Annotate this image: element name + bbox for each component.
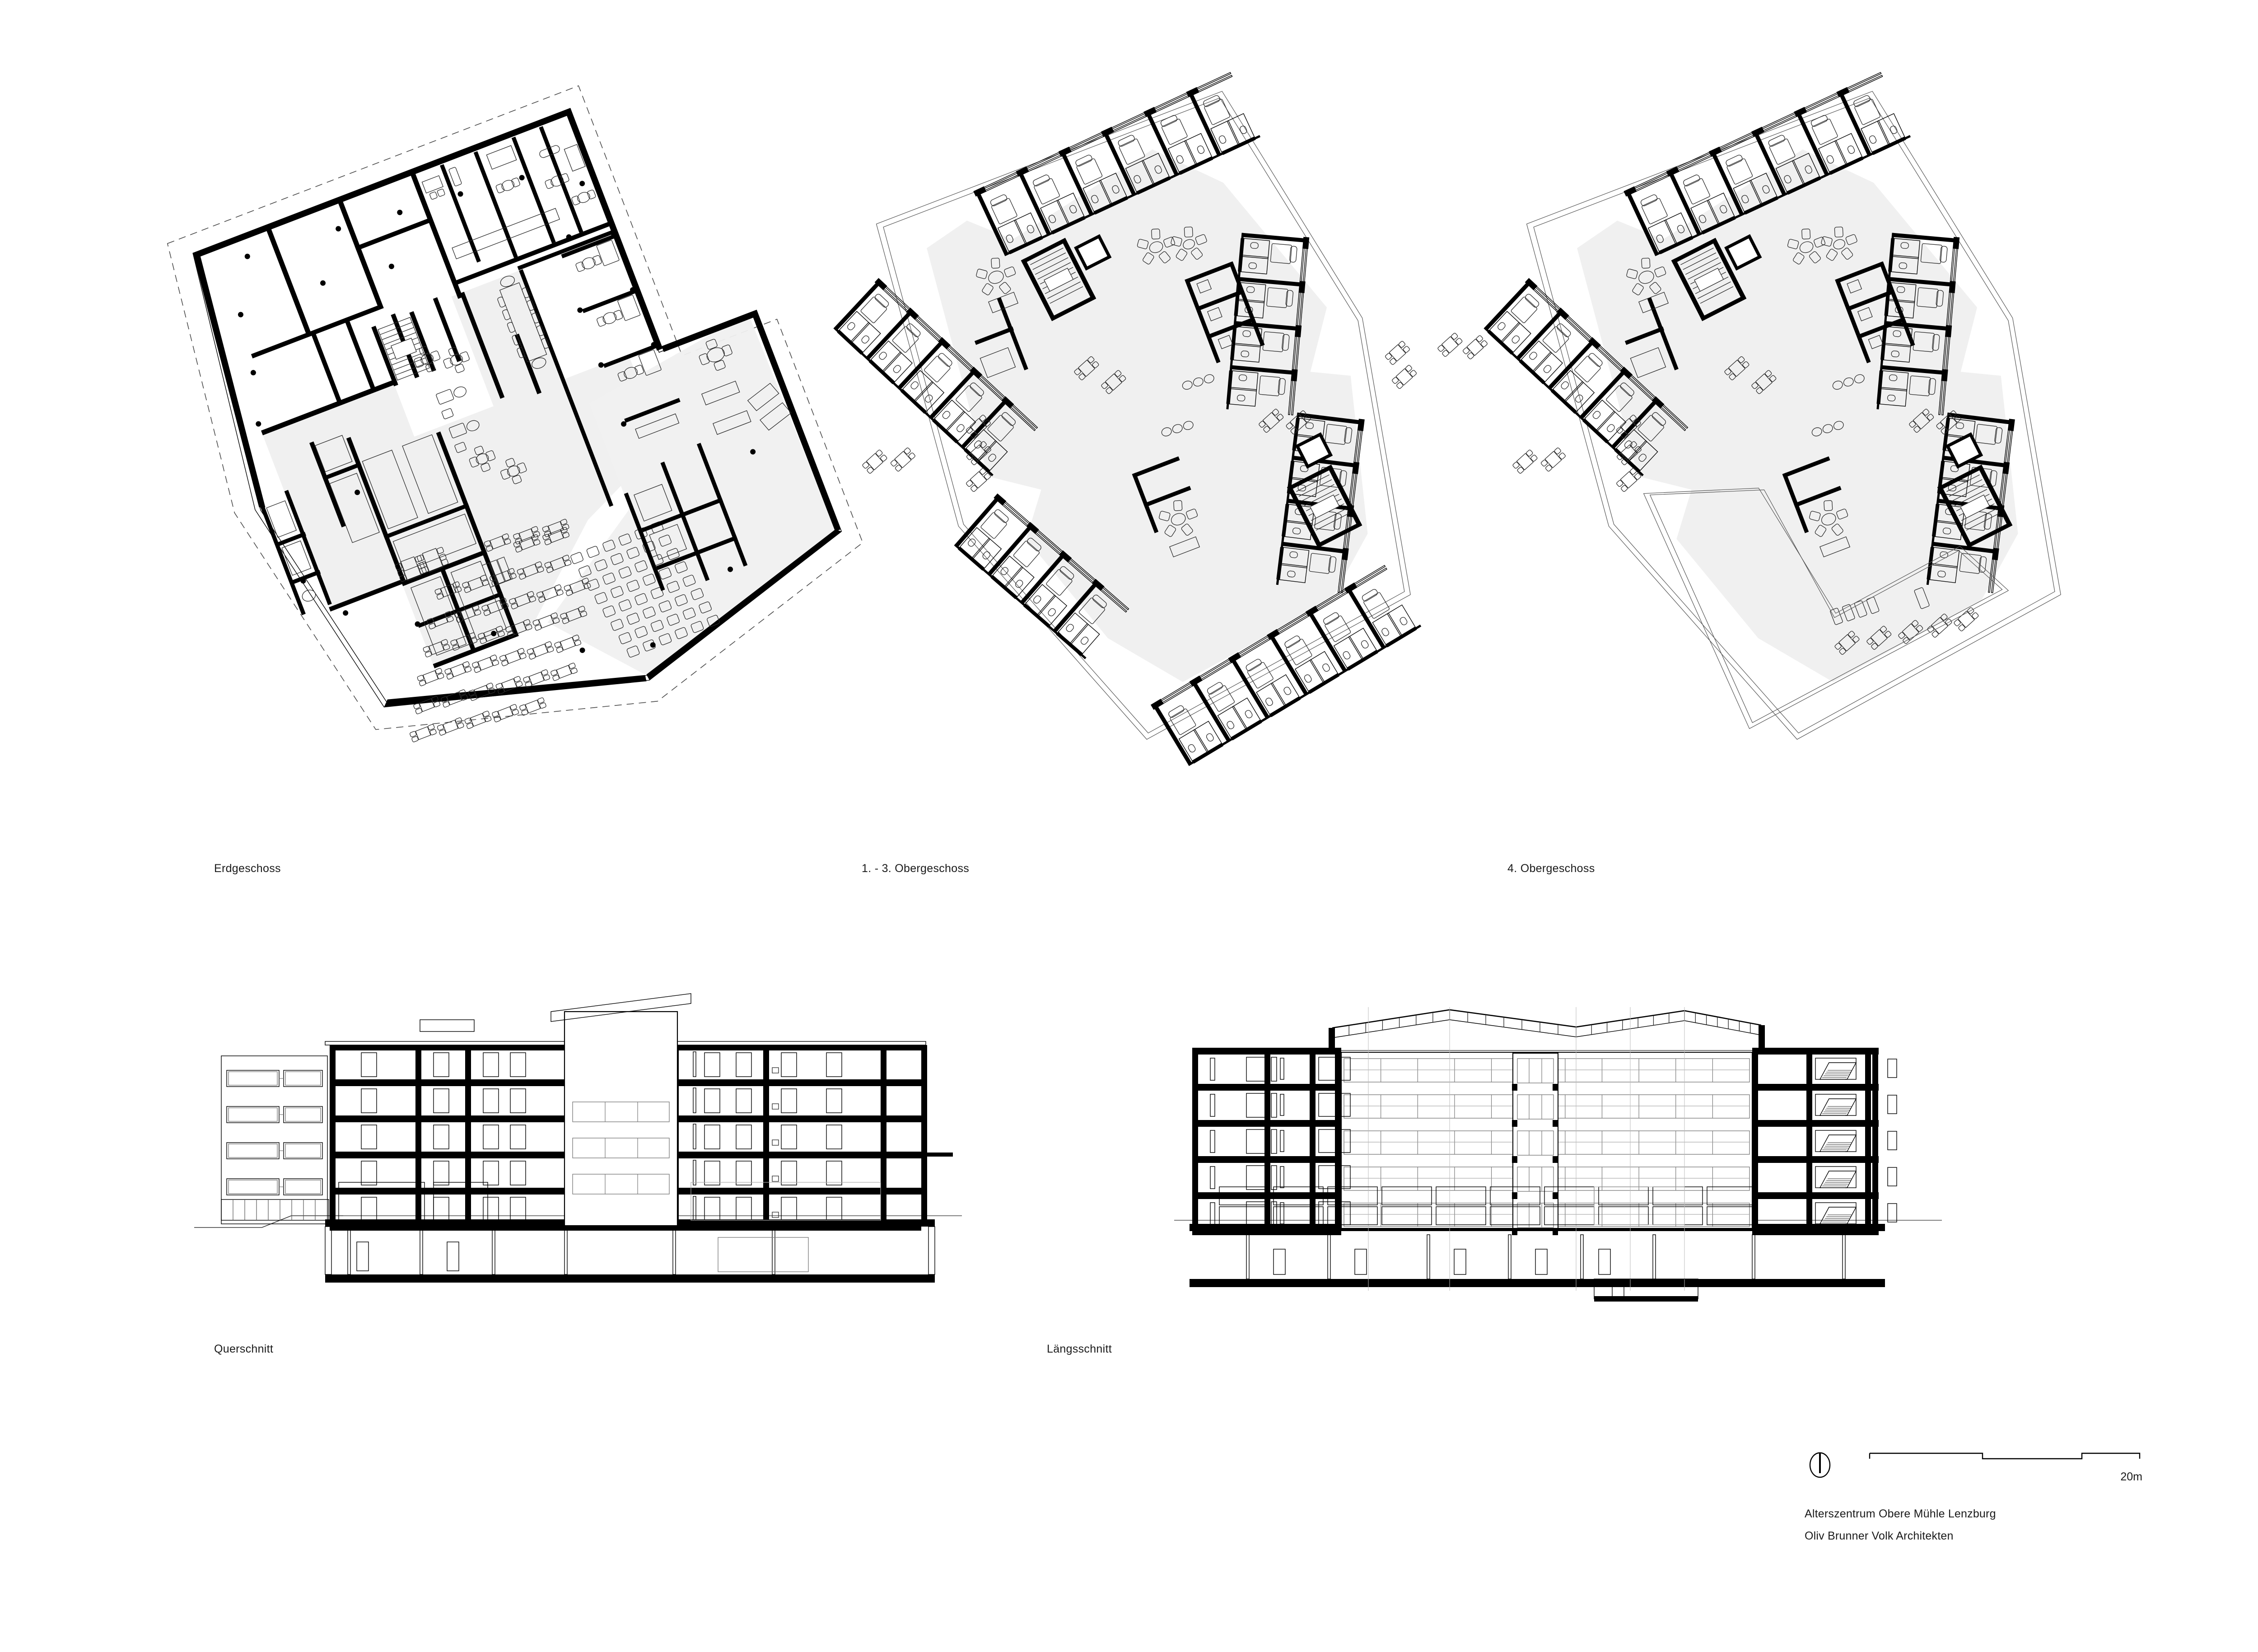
caption-laengsschnitt: Längsschnitt xyxy=(1047,1343,1112,1355)
section-laengsschnitt xyxy=(1174,985,1942,1302)
scale-bar xyxy=(1869,1452,2141,1460)
floor-plan-erdgeschoss xyxy=(149,85,863,840)
caption-obergeschoss-1-3: 1. - 3. Obergeschoss xyxy=(862,862,970,875)
scale-bar-label: 20m xyxy=(2120,1470,2142,1483)
architect-name: Oliv Brunner Volk Architekten xyxy=(1805,1530,1954,1542)
caption-querschnitt: Querschnitt xyxy=(214,1343,274,1355)
caption-obergeschoss-4: 4. Obergeschoss xyxy=(1507,862,1595,875)
section-querschnitt xyxy=(194,985,989,1301)
floor-plan-obergeschoss-1-3 xyxy=(808,72,1488,840)
project-name: Alterszentrum Obere Mühle Lenzburg xyxy=(1805,1507,1996,1520)
north-arrow-icon xyxy=(1809,1452,1831,1478)
caption-erdgeschoss: Erdgeschoss xyxy=(214,862,281,875)
floor-plan-obergeschoss-4 xyxy=(1459,72,2123,840)
titleblock: 20m xyxy=(1802,1445,2145,1581)
